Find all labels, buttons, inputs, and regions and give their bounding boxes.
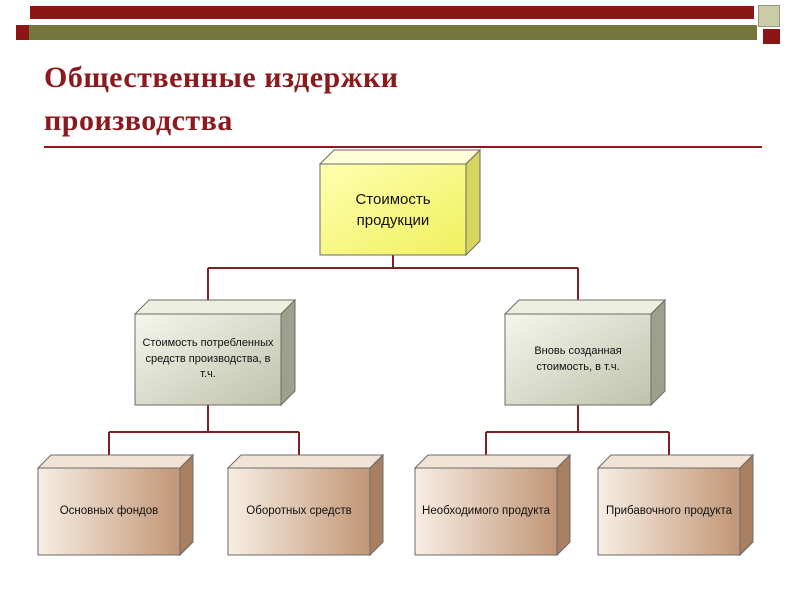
cube-shape bbox=[36, 453, 195, 557]
node-label: Необходимого продукта bbox=[422, 505, 550, 518]
cube-shape bbox=[133, 298, 297, 407]
decor-square-tan bbox=[758, 5, 780, 27]
decor-bar-maroon bbox=[30, 6, 754, 19]
decor-square-maroon-left bbox=[16, 25, 29, 40]
node-label: Основных фондов bbox=[59, 505, 159, 518]
decor-bar-olive bbox=[29, 25, 757, 40]
cube-shape bbox=[226, 453, 385, 557]
cube-shape bbox=[318, 148, 482, 257]
node-consumed-means-cost: Стоимость потребленных средств производс… bbox=[133, 298, 297, 407]
node-newly-created-value: Вновь созданная стоимость, в т.ч. bbox=[503, 298, 667, 407]
title-underline bbox=[44, 146, 762, 148]
cube-shape bbox=[503, 298, 667, 407]
slide-title: Общественные издержки производства bbox=[44, 56, 399, 142]
cube-shape bbox=[413, 453, 572, 557]
cube-shape bbox=[596, 453, 755, 557]
node-label: Вновь созданная стоимость, в т.ч. bbox=[534, 345, 622, 373]
node-fixed-assets: Основных фондов bbox=[36, 453, 195, 557]
decor-square-maroon-right bbox=[763, 29, 780, 44]
node-product-cost: Стоимость продукции bbox=[318, 148, 482, 257]
slide-title-line-2: производства bbox=[44, 104, 233, 137]
slide-title-line-1: Общественные издержки bbox=[44, 61, 399, 94]
node-label: Оборотных средств bbox=[246, 505, 352, 518]
node-necessary-product: Необходимого продукта bbox=[413, 453, 572, 557]
node-label: Стоимость продукции bbox=[355, 190, 431, 229]
node-label: Стоимость потребленных средств производс… bbox=[142, 337, 274, 381]
node-surplus-product: Прибавочного продукта bbox=[596, 453, 755, 557]
node-label: Прибавочного продукта bbox=[605, 505, 733, 518]
node-working-capital: Оборотных средств bbox=[226, 453, 385, 557]
